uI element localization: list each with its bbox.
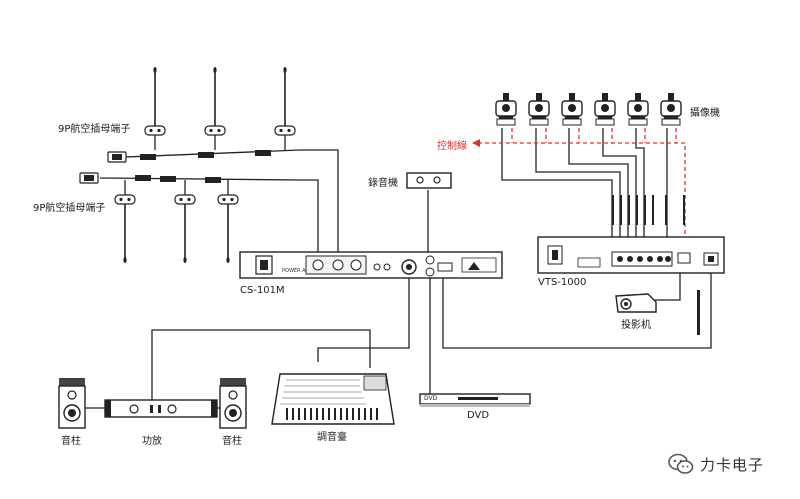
label-amplifier: 功放 — [142, 436, 162, 447]
label-connector-bottom: 9P航空插母端子 — [33, 203, 106, 214]
control-line — [478, 128, 686, 253]
wechat-icon — [668, 453, 694, 474]
label-dvd: DVD — [467, 410, 490, 421]
cable-tags — [612, 195, 700, 335]
amplifier-device — [104, 399, 218, 418]
watermark-text: 力卡电子 — [700, 455, 765, 474]
projector-device — [615, 293, 657, 313]
speaker-left — [58, 377, 86, 429]
mixer-device — [271, 373, 395, 425]
label-control-line: 控制線 — [437, 141, 467, 152]
label-speaker-right: 音柱 — [222, 436, 242, 447]
dvd-device — [419, 393, 531, 407]
watermark: 力卡电子 — [668, 453, 764, 475]
speaker-right — [219, 377, 247, 429]
label-projector: 投影机 — [621, 320, 651, 331]
label-recorder: 錄音機 — [368, 178, 398, 189]
mic-group-top — [107, 66, 296, 163]
cs101m-unit: POWER AC220V — [239, 251, 503, 279]
label-speaker-left: 音柱 — [61, 436, 81, 447]
label-cameras: 攝像機 — [690, 108, 720, 119]
label-cs101m: CS-101M — [240, 285, 285, 296]
svg-text:POWER AC220V: POWER AC220V — [282, 268, 322, 274]
label-connector-top: 9P航空插母端子 — [58, 124, 131, 135]
label-vts1000: VTS-1000 — [538, 277, 587, 288]
cameras — [495, 92, 682, 126]
label-mixer: 調音臺 — [317, 432, 347, 443]
vts1000-unit — [537, 236, 725, 274]
mic-group-bottom — [79, 172, 239, 264]
control-arrow-icon — [472, 139, 480, 147]
recorder-device — [406, 172, 452, 189]
label-dvd-front: DVD — [424, 395, 438, 402]
